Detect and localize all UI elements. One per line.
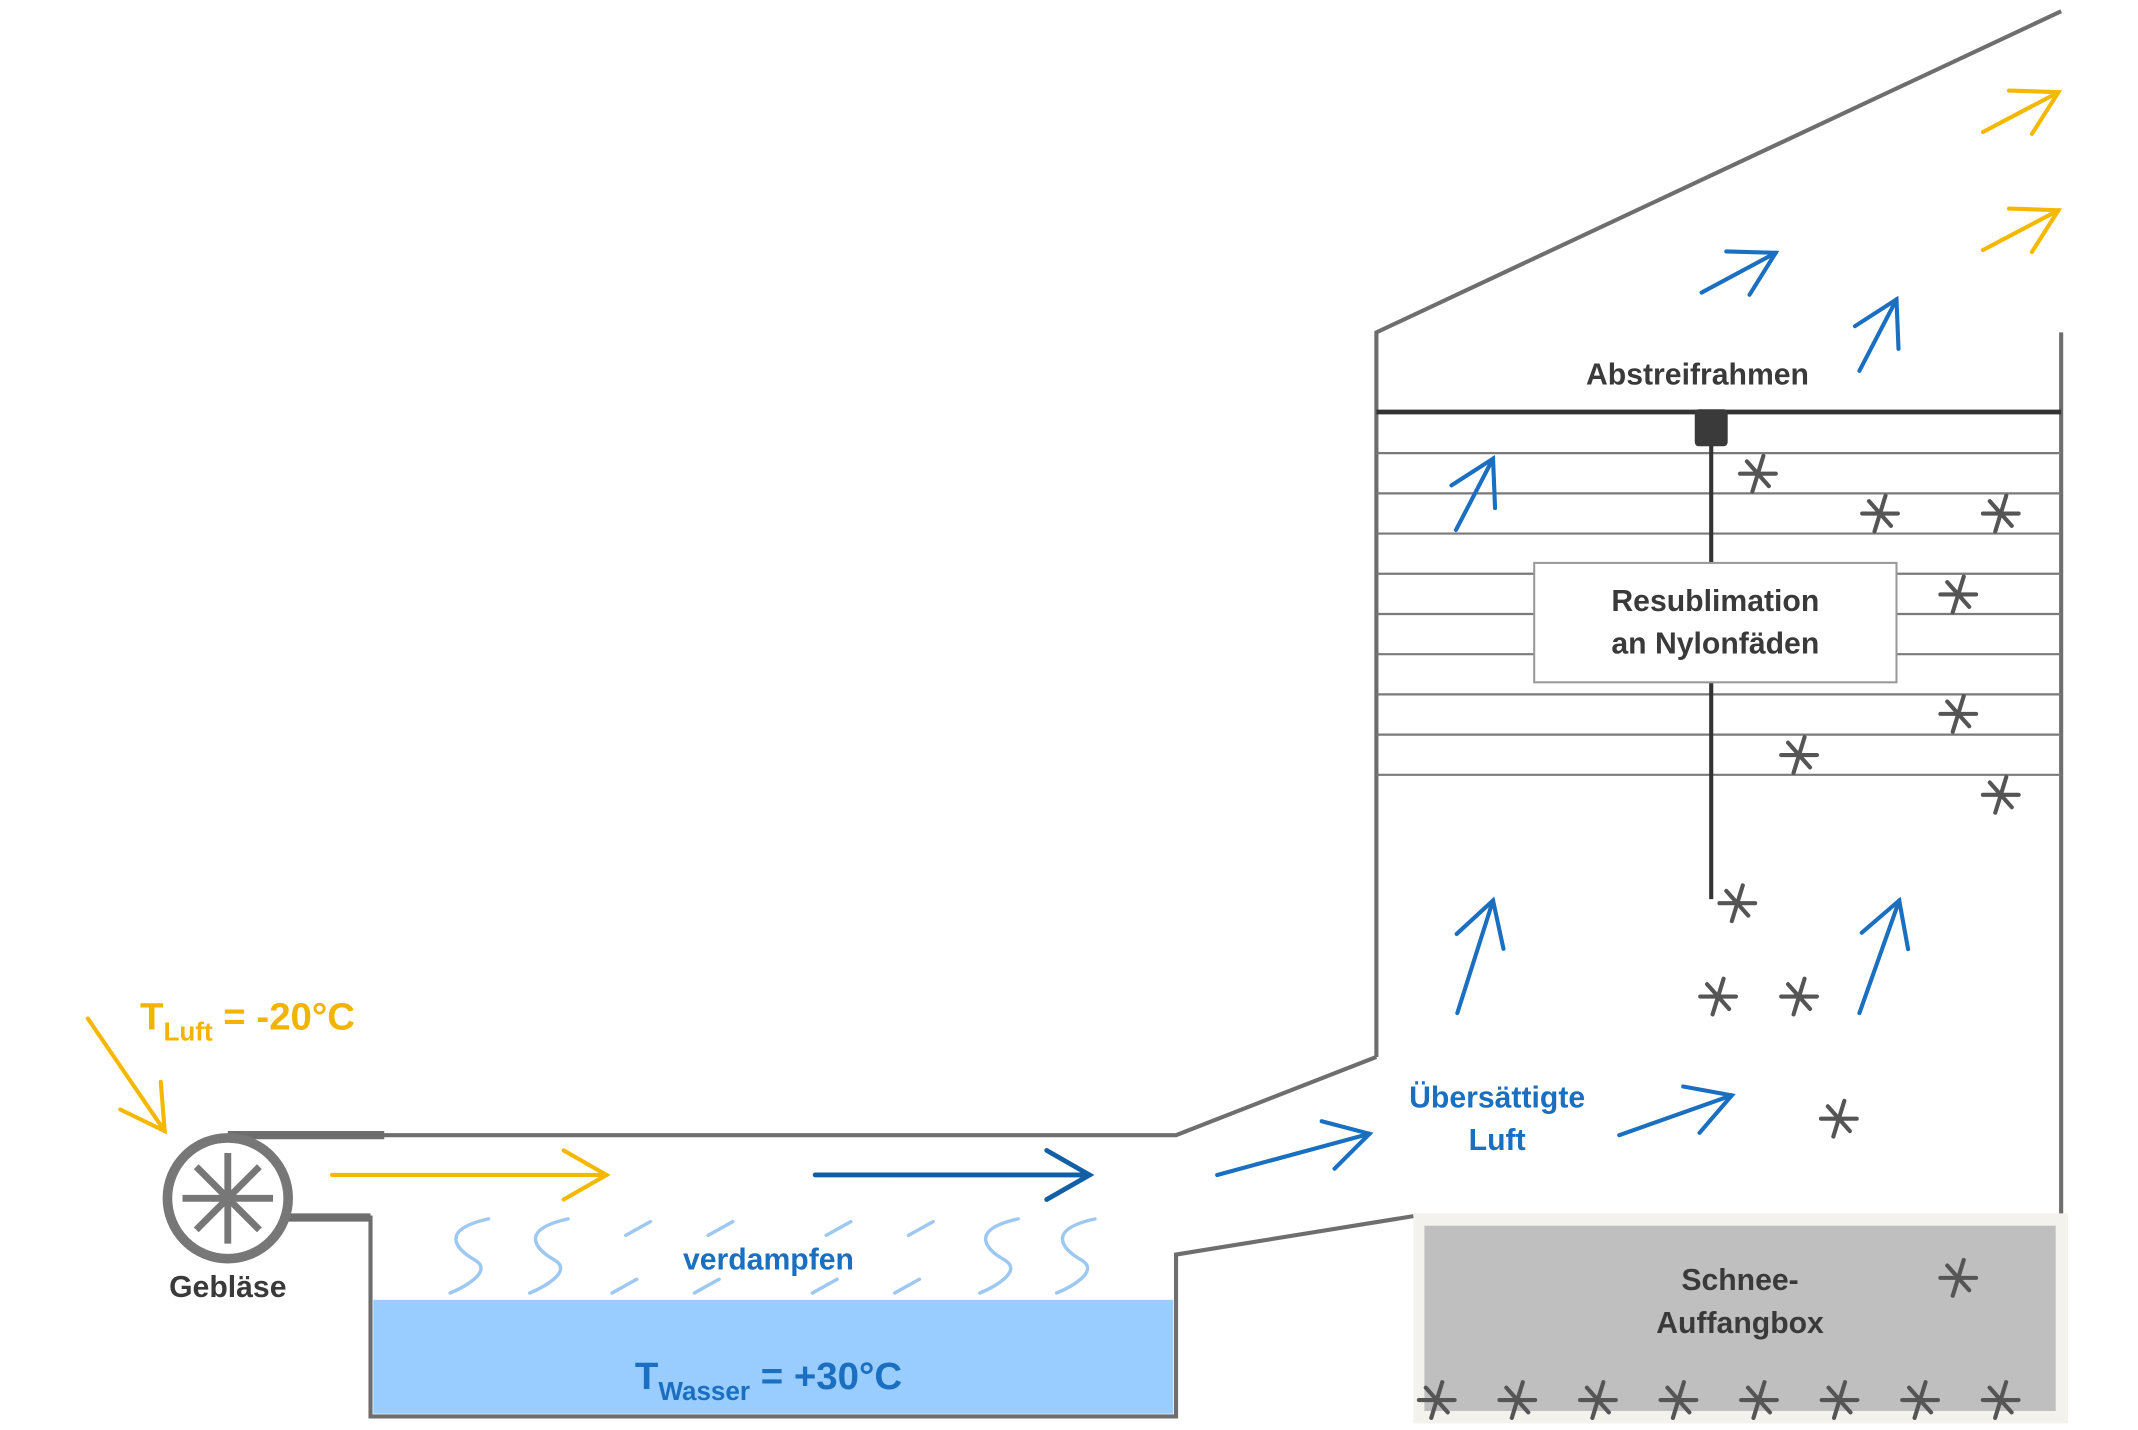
flow-arrow-icon xyxy=(1980,88,2063,137)
snowflake-icon xyxy=(1497,1380,1538,1420)
duct-walls xyxy=(227,1055,1414,1419)
flow-arrow-icon xyxy=(330,1148,611,1202)
chamber-walls xyxy=(1374,9,2064,1215)
water-basin xyxy=(373,1299,1174,1414)
vapor-dash xyxy=(706,1219,735,1238)
flow-arrows xyxy=(85,88,2063,1202)
evaporate-label: verdampfen xyxy=(683,1244,854,1277)
snowflake-icon xyxy=(1980,493,2021,534)
snowflake-icon xyxy=(1416,1380,1457,1420)
chamber-top-diagonal xyxy=(1374,9,2063,1057)
flow-arrow-icon xyxy=(1852,295,1901,373)
vapor-wave xyxy=(1054,1217,1097,1295)
fan-label: Gebläse xyxy=(169,1271,286,1304)
fan-icon xyxy=(162,1133,293,1264)
snow-box-label-line1: Schnee- xyxy=(1681,1264,1798,1297)
snowflake-icon xyxy=(1717,883,1758,924)
snowflake-icon xyxy=(1938,1257,1979,1298)
vapor-dash xyxy=(692,1277,721,1295)
vapor-wave xyxy=(978,1217,1020,1295)
flow-arrow-icon xyxy=(85,1016,168,1135)
vapor-dash xyxy=(610,1277,639,1295)
vapor-waves xyxy=(448,1217,1097,1295)
supersaturated-air-label-line2: Luft xyxy=(1469,1124,1526,1157)
snowflake-icon xyxy=(1779,735,1819,775)
air-temp-label: TLuft = -20°C xyxy=(140,995,355,1046)
flow-arrow-icon xyxy=(1699,249,1780,297)
vapor-dash xyxy=(906,1219,935,1238)
snowflake-icon xyxy=(1698,976,1738,1017)
scraper-block xyxy=(1694,409,1728,447)
snow-box xyxy=(1424,1225,2056,1411)
snowflake-icon xyxy=(1818,1098,1859,1139)
flow-arrow-icon xyxy=(1617,1084,1736,1138)
snowflake-icon xyxy=(1938,574,1979,615)
snowflake-icon xyxy=(1658,1380,1699,1420)
vapor-wave xyxy=(527,1217,570,1295)
resublimation-box xyxy=(1533,561,1898,684)
snowflake-icon xyxy=(1739,1380,1779,1420)
flow-arrow-icon xyxy=(1980,206,2063,255)
duct-top-wall xyxy=(227,1055,1378,1138)
scraper-frame-label: Abstreifrahmen xyxy=(1586,359,1809,392)
vapor-dash xyxy=(810,1277,839,1295)
vapor-wave xyxy=(448,1217,491,1295)
flow-arrow-icon xyxy=(1857,896,1911,1016)
flow-arrow-icon xyxy=(812,1148,1095,1202)
snowflake-icon xyxy=(1900,1380,1940,1420)
resublimation-label-line1: Resublimation xyxy=(1611,585,1819,618)
vapor-dash xyxy=(824,1219,853,1238)
resublimation-label-line2: an Nylonfäden xyxy=(1611,627,1819,660)
snowflake-icon xyxy=(1737,453,1778,494)
snowflake-icon xyxy=(1938,693,1979,734)
snowflake-icon xyxy=(1980,1380,2021,1420)
snowflake-icon xyxy=(1779,976,1819,1017)
vapor-dash xyxy=(893,1277,922,1295)
water-temp-label: TWasser = +30°C xyxy=(635,1355,902,1406)
vapor-dash xyxy=(624,1219,653,1238)
supersaturated-air-label-line1: Übersättigte xyxy=(1409,1082,1585,1115)
flow-arrow-icon xyxy=(1215,1119,1374,1178)
snowflake-icon xyxy=(1577,1380,1618,1420)
snowflakes xyxy=(1698,453,2021,1139)
snowflake-icon xyxy=(1860,493,1900,534)
snowflake-icon xyxy=(1980,774,2021,815)
snowflake-icon xyxy=(1819,1380,1860,1420)
flow-arrow-icon xyxy=(1454,896,1506,1016)
snowflakes-in-box xyxy=(1416,1257,2021,1420)
flow-arrow-icon xyxy=(1449,454,1498,533)
snow-box-label-line2: Auffangbox xyxy=(1656,1307,1824,1340)
